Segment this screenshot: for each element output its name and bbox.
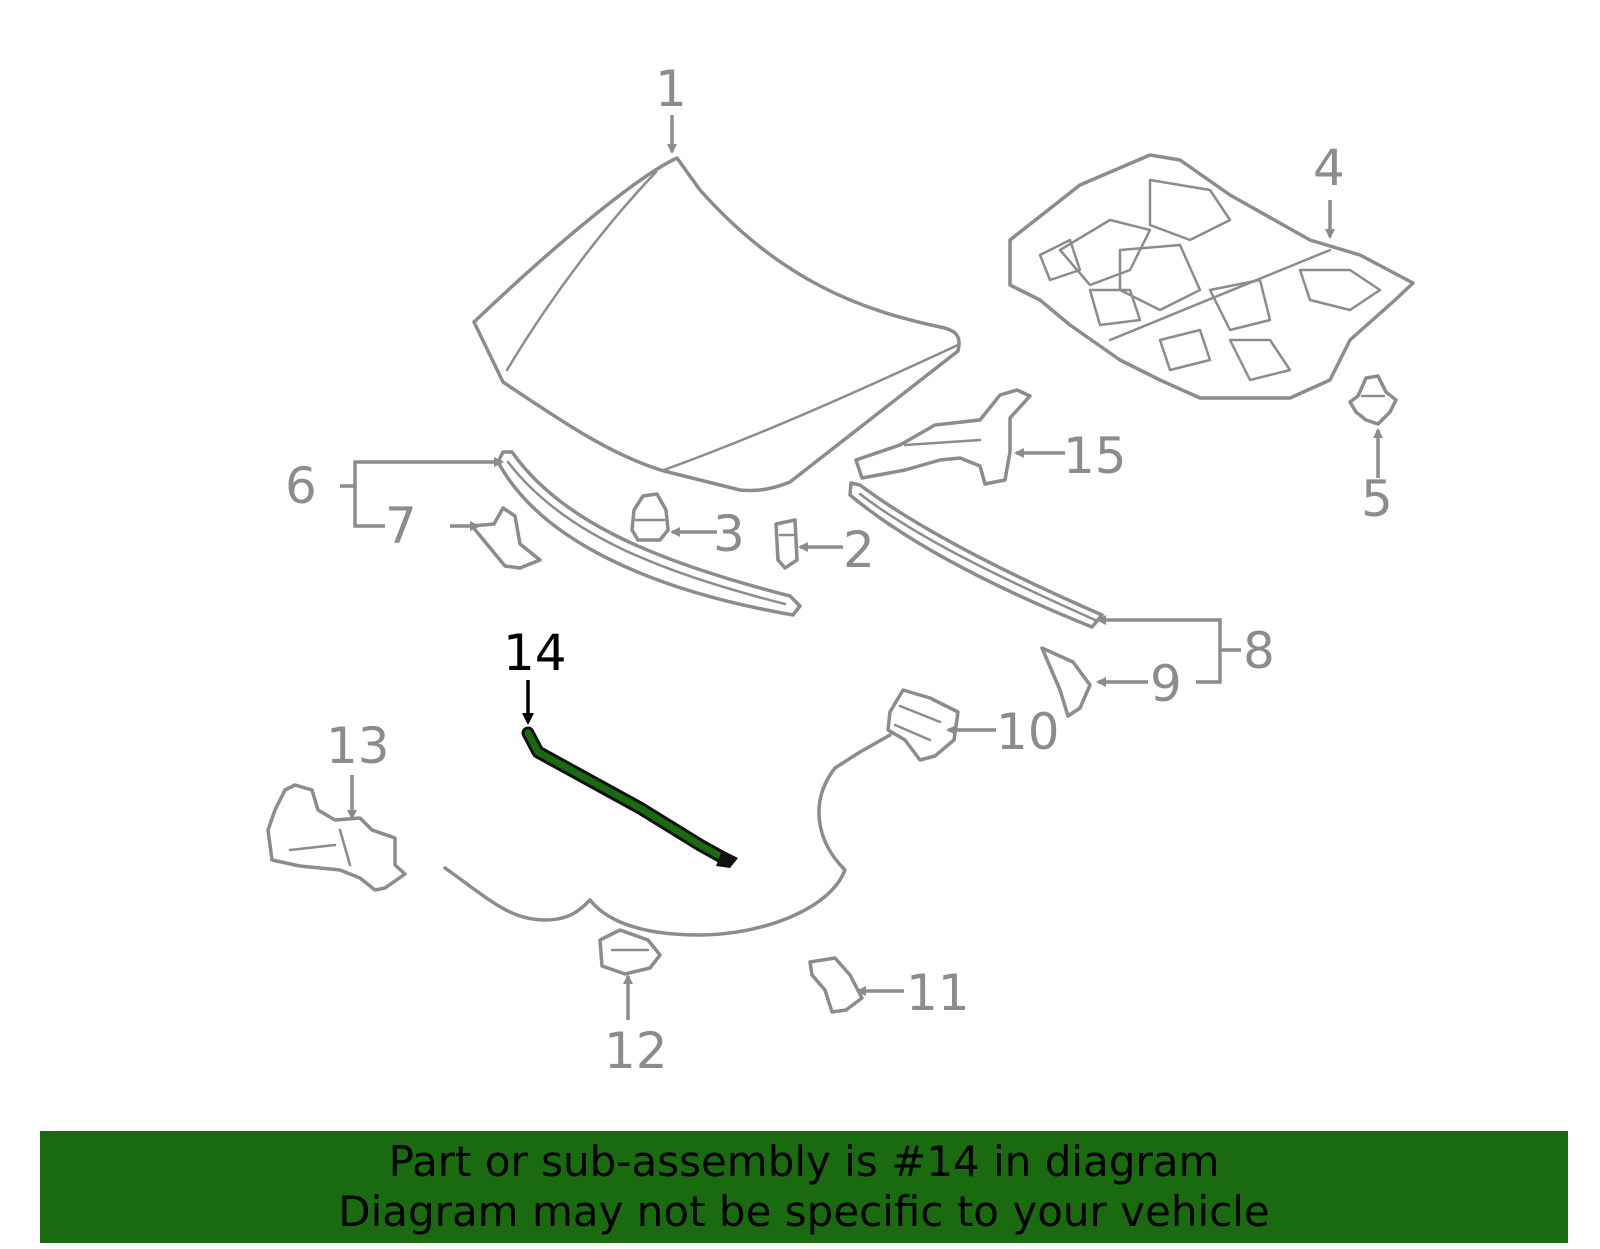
callout-4: 4 <box>1313 139 1345 197</box>
callout-10: 10 <box>996 703 1060 761</box>
part-2-clip[interactable] <box>774 518 799 570</box>
part-8-weatherstrip[interactable] <box>848 481 1104 629</box>
hood-release-cable[interactable] <box>443 733 892 937</box>
callout-6: 6 <box>285 457 317 515</box>
leader-lines <box>340 115 1383 1020</box>
part-15-bracket[interactable] <box>854 388 1032 486</box>
part-9-bracket[interactable] <box>1040 646 1092 718</box>
callout-3: 3 <box>713 505 745 563</box>
banner-line-disclaimer: Diagram may not be specific to your vehi… <box>338 1187 1270 1236</box>
callout-15: 15 <box>1063 427 1127 485</box>
callout-11: 11 <box>906 964 970 1022</box>
part-11-bracket[interactable] <box>808 956 864 1014</box>
info-banner: Part or sub-assembly is #14 in diagram D… <box>40 1131 1568 1243</box>
part-10-release-handle[interactable] <box>886 688 960 762</box>
part-4-hood-insulator[interactable] <box>1008 153 1415 400</box>
callout-14: 14 <box>503 624 567 682</box>
part-13-hood-lock[interactable] <box>266 783 407 892</box>
callout-2: 2 <box>843 521 875 579</box>
part-5-clip[interactable] <box>1348 374 1398 426</box>
callout-8: 8 <box>1243 622 1275 680</box>
callout-1: 1 <box>655 60 687 118</box>
callout-9: 9 <box>1150 655 1182 713</box>
banner-line-part: Part or sub-assembly is #14 in diagram <box>388 1137 1220 1186</box>
callout-5: 5 <box>1361 470 1393 528</box>
callout-13: 13 <box>326 717 390 775</box>
part-14-support-rod[interactable] <box>521 726 738 868</box>
part-1-hood[interactable] <box>472 156 961 493</box>
callout-7: 7 <box>385 497 417 555</box>
callout-12: 12 <box>604 1022 668 1080</box>
part-12-bumper[interactable] <box>598 928 662 976</box>
part-3-bumper[interactable] <box>630 492 670 542</box>
parts-diagram: 1 4 5 15 6 7 3 2 8 9 14 10 13 11 12 <box>266 60 1415 1080</box>
part-6-weatherstrip[interactable] <box>496 450 802 617</box>
part-7-bracket[interactable] <box>470 506 542 570</box>
